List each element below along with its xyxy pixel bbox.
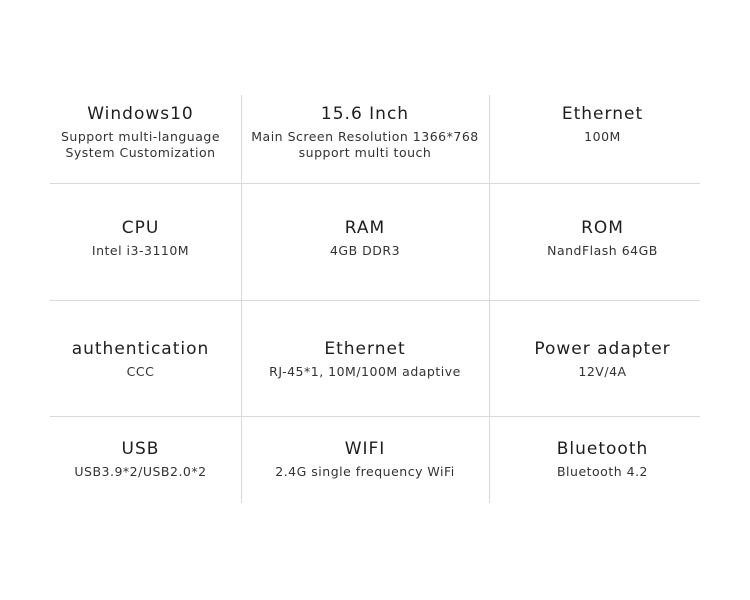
spec-title: RAM <box>344 218 386 238</box>
column-divider <box>241 95 242 503</box>
spec-detail: 100M <box>584 129 621 144</box>
spec-cell-cpu: CPU Intel i3-3110M <box>50 217 231 259</box>
spec-title: Power adapter <box>534 339 671 359</box>
spec-detail: System Customization <box>65 145 216 160</box>
row-divider <box>50 300 700 301</box>
spec-cell-rom: ROM NandFlash 64GB <box>505 217 700 259</box>
column-divider <box>489 95 490 503</box>
spec-cell-authentication: authentication CCC <box>50 338 231 380</box>
spec-grid: Windows10 Support multi-language System … <box>50 95 700 503</box>
spec-detail: NandFlash 64GB <box>547 243 658 258</box>
spec-title: Bluetooth <box>556 439 649 459</box>
spec-detail: Support multi-language <box>60 129 221 144</box>
spec-title: USB <box>121 439 160 459</box>
spec-detail: RJ-45*1, 10M/100M adaptive <box>269 364 461 379</box>
spec-title: Windows10 <box>87 104 194 124</box>
spec-cell-screen: 15.6 Inch Main Screen Resolution 1366*76… <box>241 103 489 161</box>
spec-detail: Bluetooth 4.2 <box>556 464 649 479</box>
spec-detail: CCC <box>126 364 155 379</box>
spec-detail: 4GB DDR3 <box>329 243 401 258</box>
spec-detail: 12V/4A <box>578 364 627 379</box>
spec-title: WIFI <box>344 439 386 459</box>
spec-detail: Intel i3-3110M <box>91 243 190 258</box>
spec-title: ROM <box>581 218 624 238</box>
spec-title: Ethernet <box>324 339 406 359</box>
row-divider <box>50 416 700 417</box>
spec-cell-os: Windows10 Support multi-language System … <box>50 103 231 161</box>
spec-cell-ethernet-port: Ethernet RJ-45*1, 10M/100M adaptive <box>241 338 489 380</box>
spec-title: authentication <box>71 339 210 359</box>
spec-cell-ram: RAM 4GB DDR3 <box>241 217 489 259</box>
spec-detail: 2.4G single frequency WiFi <box>275 464 455 479</box>
spec-detail: support multi touch <box>298 145 432 160</box>
spec-cell-bluetooth: Bluetooth Bluetooth 4.2 <box>505 438 700 480</box>
spec-detail: USB3.9*2/USB2.0*2 <box>74 464 207 479</box>
spec-title: CPU <box>121 218 160 238</box>
row-divider <box>50 183 700 184</box>
spec-cell-wifi: WIFI 2.4G single frequency WiFi <box>241 438 489 480</box>
spec-detail: Main Screen Resolution 1366*768 <box>251 129 479 144</box>
spec-cell-power-adapter: Power adapter 12V/4A <box>505 338 700 380</box>
spec-cell-ethernet: Ethernet 100M <box>505 103 700 145</box>
spec-title: Ethernet <box>561 104 644 124</box>
spec-title: 15.6 Inch <box>320 104 410 124</box>
spec-cell-usb: USB USB3.9*2/USB2.0*2 <box>50 438 231 480</box>
